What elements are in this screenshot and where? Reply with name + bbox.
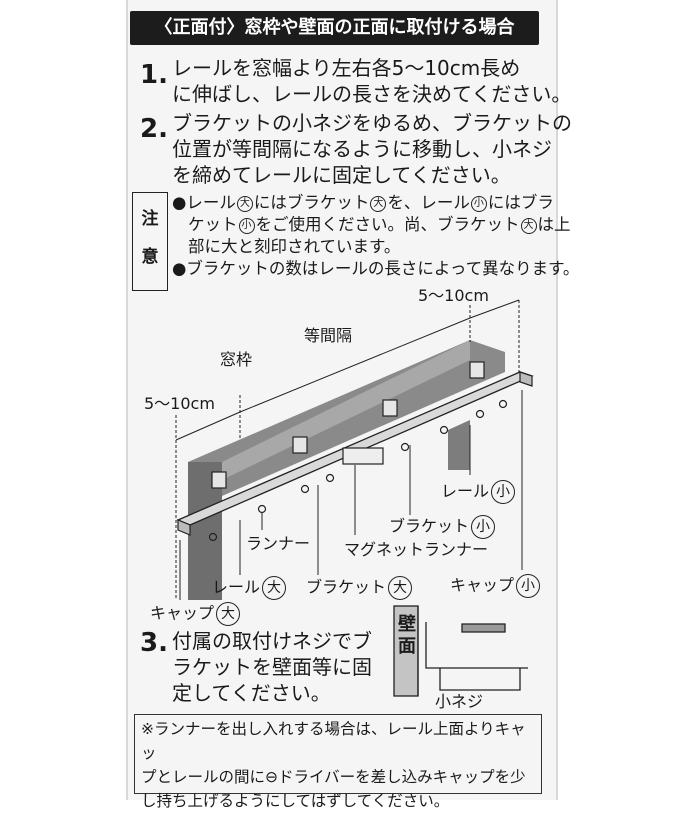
label-cap-small: キャップ小 <box>450 574 541 598</box>
note-text: にはブラ <box>487 193 554 212</box>
label-cap-big: キャップ大 <box>150 602 241 626</box>
step-2-line-3: を締めてレールに固定してください。 <box>172 163 511 187</box>
label-rail-big: レール大 <box>212 576 287 600</box>
small-mark: 小 <box>470 195 487 212</box>
caution-char-1: 注 <box>141 209 159 229</box>
label-rail-small: レール小 <box>441 480 516 504</box>
note-text: ケット <box>188 215 238 234</box>
label-text: レール <box>441 481 490 501</box>
bottom-note-line-2: プとレールの間に⊖ドライバーを差し込みキャップを少 <box>141 768 526 786</box>
label-bracket-small: ブラケット小 <box>389 515 496 539</box>
small-mark: 小 <box>238 217 255 234</box>
wall-right <box>448 420 470 470</box>
step-3-line-1: 付属の取付けネジでブ <box>172 629 372 653</box>
note-text: ブラケットの数はレールの長さによって異なります。 <box>186 259 580 278</box>
label-text: キャップ <box>450 575 515 595</box>
label-bracket-big: ブラケット大 <box>306 576 413 600</box>
label-window-frame: 窓枠 <box>220 350 253 369</box>
bracket-1 <box>211 471 227 489</box>
small-mark: 小 <box>516 574 541 598</box>
cap-big-shape <box>177 519 191 536</box>
wall-front <box>188 462 222 600</box>
step-2-line-1: ブラケットの小ネジをゆるめ、ブラケットの <box>172 111 572 135</box>
brackets <box>211 361 485 489</box>
note-text: レール <box>186 193 236 212</box>
screw-icon <box>461 623 506 633</box>
label-wall: 壁面 <box>398 614 416 657</box>
magnet-runner-shape <box>342 447 384 465</box>
big-mark: 大 <box>262 576 287 600</box>
section-header: 〈正面付〉窓枠や壁面の正面に取付ける場合 <box>130 11 539 45</box>
step-3-line-2: ラケットを壁面等に固 <box>172 655 372 679</box>
label-text: ブラケット <box>306 577 387 597</box>
step-1-line-2: に伸ばし、レールの長さを決めてください。 <box>172 82 572 106</box>
small-mark: 小 <box>471 515 496 539</box>
wall-top-face <box>222 340 470 480</box>
step-2-number: 2. <box>140 114 168 144</box>
bullet: ● <box>172 259 187 278</box>
label-dim-left: 5～10cm <box>144 394 215 413</box>
mount-detail <box>393 605 528 697</box>
caution-note-1-line-2: ケット小をご使用ください。尚、ブラケット大は上 <box>188 214 571 235</box>
leader-lines <box>179 390 523 600</box>
caution-char-2: 意 <box>141 247 159 267</box>
label-runner: ランナー <box>246 534 311 553</box>
bottom-note-line-1: ※ランナーを出し入れする場合は、レール上面よりキャッ <box>141 720 526 762</box>
label-dim-right: 5～10cm <box>418 286 489 305</box>
step-1-number: 1. <box>140 60 168 90</box>
bottom-note: ※ランナーを出し入れする場合は、レール上面よりキャッ プとレールの間に⊖ドライバ… <box>134 714 542 810</box>
caution-note-2: ●ブラケットの数はレールの長さによって異なります。 <box>172 258 579 279</box>
step-3-number: 3. <box>140 628 168 658</box>
big-mark: 大 <box>388 576 413 600</box>
caution-note-1-line-1: ●レール大にはブラケット大を、レール小にはブラ <box>172 192 554 213</box>
small-mark: 小 <box>491 480 516 504</box>
bracket-4 <box>469 361 485 379</box>
step-2-line-2: 位置が等間隔になるように移動し、小ネジ <box>172 137 552 161</box>
step-3-line-3: 定してください。 <box>172 681 331 705</box>
cap-small-shape <box>519 371 533 387</box>
bottom-note-line-3: し持ち上げるようにしてはずしてください。 <box>141 792 450 810</box>
big-mark: 大 <box>370 195 387 212</box>
bullet: ● <box>172 193 187 212</box>
label-text: キャップ <box>150 603 215 623</box>
big-mark: 大 <box>216 602 241 626</box>
step-1-line-1: レールを窓幅より左右各5～10cm長め <box>172 56 521 80</box>
label-text: レール <box>212 577 261 597</box>
dimension-lines <box>175 299 520 600</box>
bracket-2 <box>292 436 308 454</box>
label-equal-spacing: 等間隔 <box>304 326 353 345</box>
label-text: ブラケット <box>389 516 470 536</box>
bracket-3 <box>382 399 398 417</box>
big-mark: 大 <box>520 217 537 234</box>
big-mark: 大 <box>236 195 253 212</box>
label-magnet-runner: マグネットランナー <box>344 540 489 559</box>
note-text: をご使用ください。尚、ブラケット <box>255 215 520 234</box>
note-text: を、レール <box>387 193 470 212</box>
caution-note-1-line-3: 部に大と刻印されています。 <box>188 237 401 256</box>
note-text: にはブラケット <box>253 193 370 212</box>
note-text: は上 <box>537 215 571 234</box>
caution-label: 注 意 <box>132 192 168 291</box>
label-small-screw: 小ネジ <box>435 692 484 711</box>
